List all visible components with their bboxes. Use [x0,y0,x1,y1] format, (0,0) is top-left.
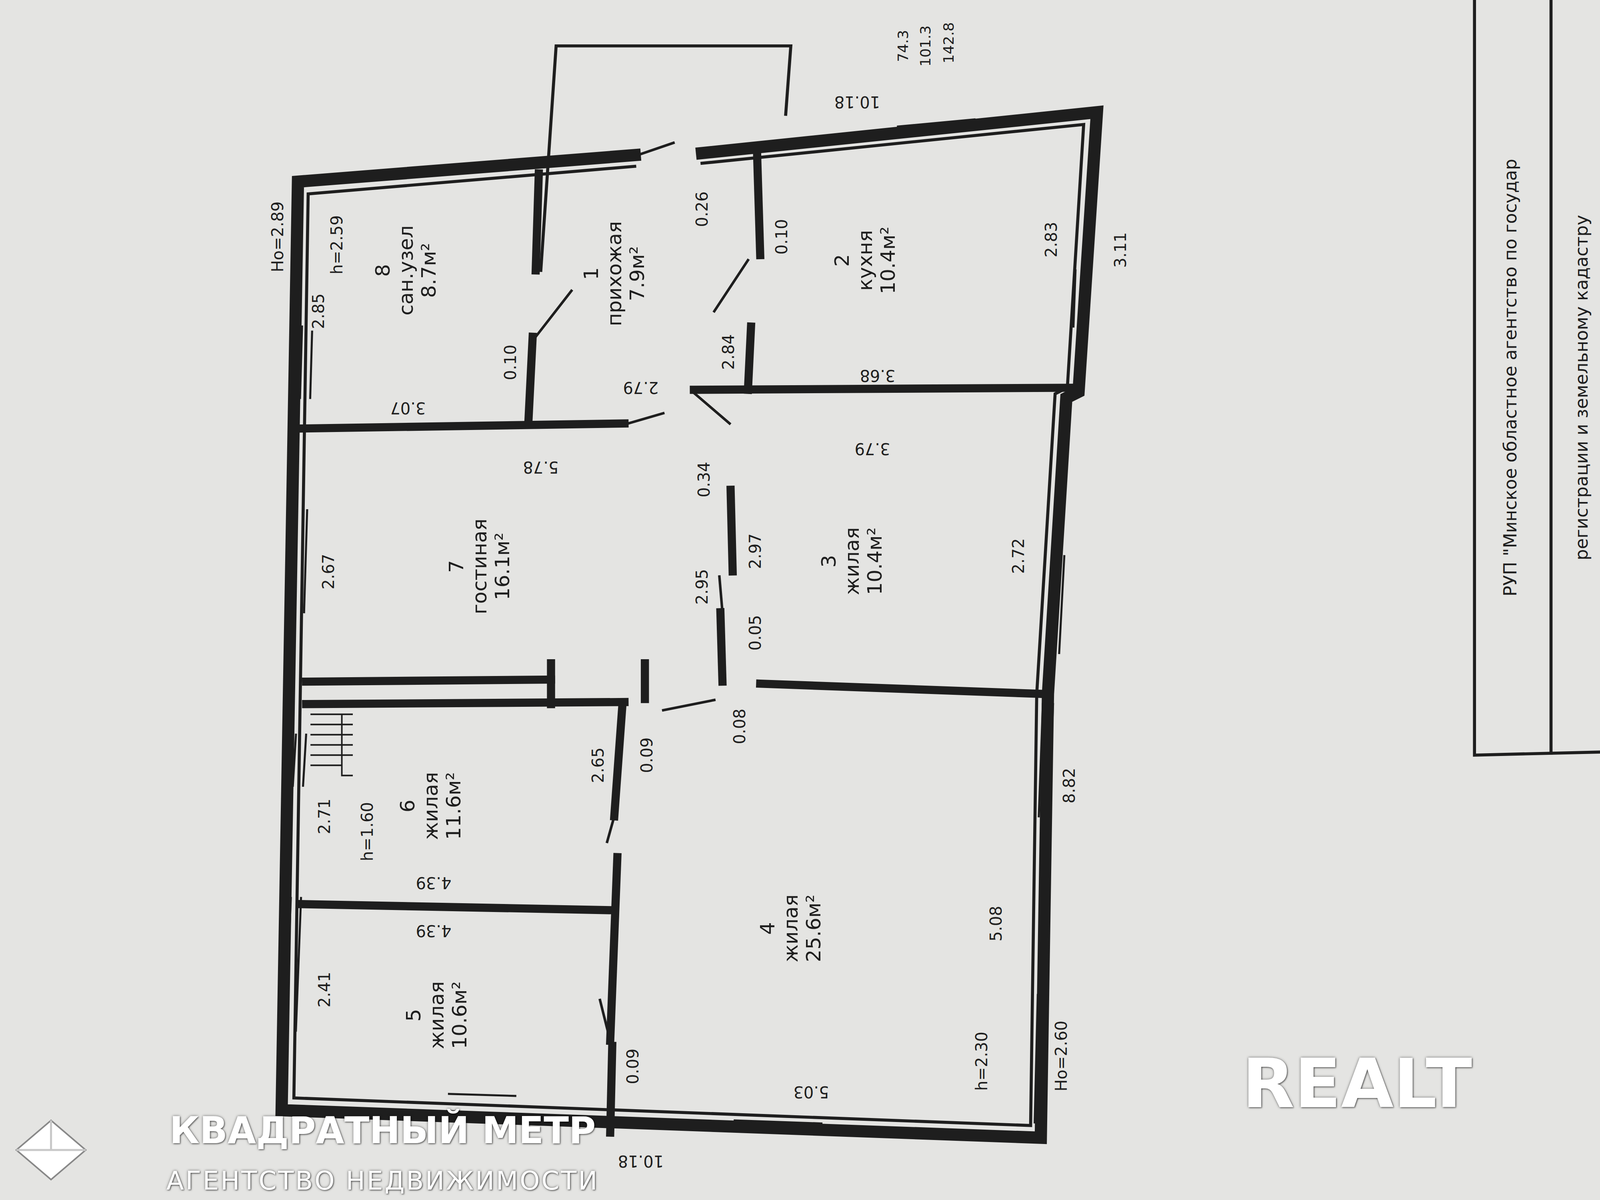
room-name: прихожая [602,220,626,326]
room-label: 7гостиная16.1м² [445,518,515,614]
room-area: 7.9м² [625,220,649,326]
dimension-label: 3.07 [388,399,428,417]
dimension-label: 2.85 [309,292,328,331]
watermark: АГЕНТСТВО НЕДВИЖИМОСТИ [164,1166,601,1195]
dimension-label: 0.34 [695,460,713,499]
room-number: 6 [396,772,420,840]
dimension-label: 0.26 [693,189,711,229]
dimension-label: h=1.60 [358,800,376,863]
room-label: 6жилая11.6м² [396,772,466,840]
dimension-label: 101.3 [917,23,934,68]
room-area: 8.7м² [417,225,441,316]
room-number: 8 [371,225,395,316]
room-area: 25.6м² [802,894,826,963]
dimension-label: Но=2.60 [1052,1019,1070,1094]
outer-wall-inner [294,124,1084,1126]
dimension-label: 4.39 [414,874,454,892]
dimension-label: 2.71 [315,796,334,836]
stamp-text: регистрации и земельному кадастру [1572,213,1592,563]
stamp-text: РУП "Минское областное агентство по госу… [1500,157,1520,598]
watermark: КВАДРАТНЫЙ МЕТР [168,1110,598,1151]
dimension-label: 5.03 [792,1083,831,1101]
dimension-label: 74.3 [895,28,912,64]
dimension-label: 5.08 [987,904,1005,943]
room-name: жилая [779,894,803,963]
room-area: 16.1м² [491,518,515,614]
dimension-label: 2.83 [1042,220,1060,260]
dimension-label: 2.72 [1009,536,1028,576]
stairs [311,714,352,776]
dimension-label: 142.8 [941,20,958,66]
dimension-label: h=2.30 [972,1030,991,1093]
room-area: 10.6м² [448,981,472,1050]
dimension-label: 0.09 [638,735,656,775]
door-swing [535,142,748,1041]
room-label: 3жилая10.4м² [817,527,887,596]
room-name: кухня [854,226,878,294]
dimension-label: 3.68 [858,366,897,385]
dimension-label: 3.11 [1111,230,1130,270]
room-name: жилая [840,527,864,596]
dimension-label: Но=2.89 [268,199,287,274]
dimension-label: 2.95 [693,567,711,606]
agency-logo [16,1120,86,1180]
dimension-label: 2.84 [719,332,738,372]
room-name: жилая [425,981,449,1050]
dimension-label: 10.18 [832,93,882,111]
dimension-label: 5.78 [521,458,561,476]
dimension-label: 3.79 [853,440,892,458]
room-number: 5 [402,981,426,1050]
room-area: 10.4м² [863,527,887,596]
window [285,119,1086,1134]
dimension-label: h=2.59 [328,213,346,276]
room-label: 1прихожая7.9м² [579,220,649,326]
dimension-label: 2.67 [319,552,338,591]
dimension-label: 0.08 [730,707,749,746]
dimension-label: 2.79 [621,378,661,397]
room-number: 4 [756,894,780,963]
room-label: 5жилая10.6м² [402,981,472,1050]
dimension-label: 4.39 [414,922,454,940]
dimension-label: 10.18 [616,1152,666,1170]
room-name: жилая [419,772,443,840]
dimension-label: 0.10 [772,217,791,256]
dimension-label: 0.05 [746,613,764,652]
room-number: 1 [579,220,603,326]
dimension-label: 0.10 [501,342,520,382]
dimension-label: 2.65 [589,746,607,785]
room-number: 3 [817,527,841,596]
room-number: 7 [445,518,469,614]
room-name: гостиная [468,518,492,614]
outer-wall [281,112,1097,1138]
room-number: 2 [830,226,854,294]
stamp-frame [1474,0,1600,756]
room-area: 10.4м² [876,226,900,294]
dimension-label: 2.97 [746,531,764,571]
inner-walls [298,155,1070,1133]
room-area: 11.6м² [442,772,466,840]
dimension-label: 8.82 [1060,766,1078,806]
watermark: REALT [1240,1046,1474,1122]
room-label: 4жилая25.6м² [756,894,826,963]
room-label: 2кухня10.4м² [830,226,900,294]
dimension-label: 2.41 [315,970,334,1010]
room-name: сан.узел [394,225,418,316]
dimension-label: 0.09 [624,1046,642,1086]
room-label: 8сан.узел8.7м² [371,225,441,316]
